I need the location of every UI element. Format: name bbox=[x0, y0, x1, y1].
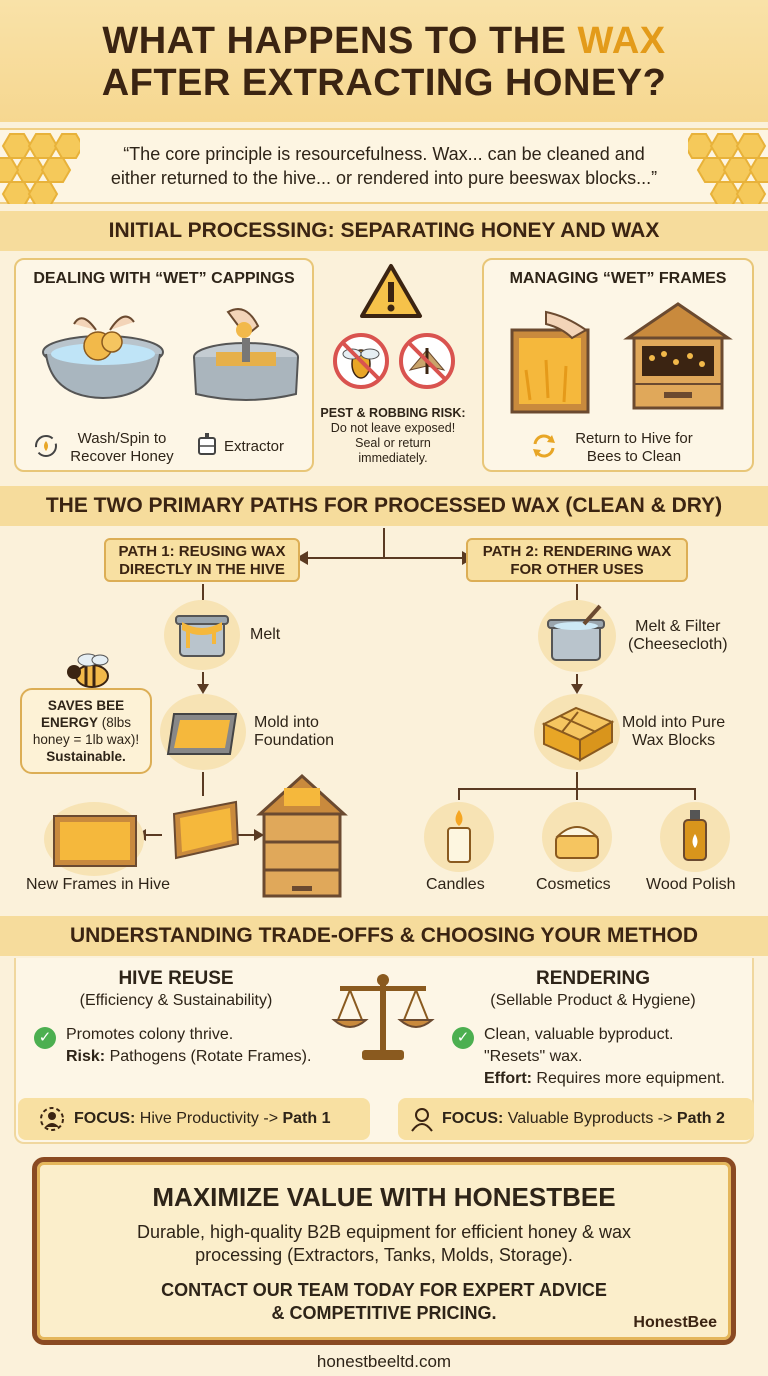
footer-url[interactable]: honestbeeltd.com bbox=[316, 1352, 452, 1371]
gear-person-icon bbox=[40, 1107, 64, 1131]
hive-reuse-points: Promotes colony thrive. Risk: Pathogens … bbox=[66, 1026, 312, 1065]
stacked-hive-icon bbox=[256, 773, 348, 898]
honeycomb-left-icon bbox=[0, 128, 80, 204]
focus-path2: FOCUS: Valuable Byproducts -> Path 2 bbox=[398, 1098, 754, 1140]
extractor-drum-icon bbox=[193, 308, 299, 401]
wash-spin-label: Wash/Spin to Recover Honey bbox=[70, 430, 174, 465]
extractor-icon bbox=[198, 433, 216, 455]
cosmetics-jar-icon bbox=[542, 802, 612, 872]
honeycomb-right-icon bbox=[688, 128, 768, 204]
no-moth-icon bbox=[399, 333, 455, 389]
foundation-mold-icon bbox=[160, 694, 246, 770]
mold-foundation-label: Mold into Foundation bbox=[254, 714, 335, 749]
connector-horizontal bbox=[304, 557, 464, 559]
new-frame-icon bbox=[44, 802, 144, 876]
polish-bottle-icon bbox=[660, 802, 730, 872]
arrow-down-icon bbox=[197, 684, 209, 694]
quote-text: “The core principle is resourcefulness. … bbox=[110, 144, 658, 188]
recycle-icon bbox=[533, 434, 555, 458]
no-bee-icon bbox=[333, 333, 389, 389]
foundation-frame-icon bbox=[172, 800, 240, 860]
person-icon bbox=[411, 1108, 433, 1132]
arrow-right-small-icon bbox=[254, 829, 264, 841]
quote-band bbox=[0, 128, 768, 204]
path2-box: PATH 2: RENDERING WAX FOR OTHER USES bbox=[466, 538, 688, 582]
cappings-title: DEALING WITH “WET” CAPPINGS bbox=[33, 270, 295, 287]
use-wood-polish: Wood Polish bbox=[646, 876, 736, 893]
arrow-left-icon bbox=[296, 551, 308, 565]
balance-scale-icon bbox=[331, 974, 435, 1060]
use-cosmetics: Cosmetics bbox=[536, 876, 611, 893]
arrow-down-icon-2 bbox=[571, 684, 583, 694]
rendering-subtitle: (Sellable Product & Hygiene) bbox=[490, 992, 696, 1009]
melt-filter-icon bbox=[538, 600, 616, 672]
rendering-points: Clean, valuable byproduct. "Resets" wax.… bbox=[484, 1026, 725, 1087]
bee-icon bbox=[67, 653, 109, 688]
frames-card: MANAGING “WET” FRAMES Return to Hive for… bbox=[482, 258, 754, 472]
candle-icon bbox=[424, 802, 494, 872]
melt-icon bbox=[164, 600, 240, 670]
brand-logo-text: HonestBee bbox=[633, 1314, 717, 1331]
wax-block-mold-icon bbox=[534, 694, 620, 770]
check-icon: ✓ bbox=[34, 1027, 56, 1049]
focus-path1: FOCUS: Hive Productivity -> Path 1 bbox=[18, 1098, 370, 1140]
extractor-label: Extractor bbox=[224, 438, 285, 455]
page-title: WHAT HAPPENS TO THE WAX AFTER EXTRACTING… bbox=[0, 0, 768, 122]
beehive-icon bbox=[623, 302, 733, 410]
title-line1: WHAT HAPPENS TO THE bbox=[102, 20, 578, 62]
section-tradeoffs: UNDERSTANDING TRADE-OFFS & CHOOSING YOUR… bbox=[0, 916, 768, 956]
pest-warning-text: PEST & ROBBING RISK: Do not leave expose… bbox=[320, 406, 466, 465]
warning-icon bbox=[360, 264, 422, 318]
new-frames-label: New Frames in Hive bbox=[26, 876, 171, 893]
section-initial-processing: INITIAL PROCESSING: SEPARATING HONEY AND… bbox=[0, 211, 768, 251]
cta-body: Durable, high-quality B2B equipment for … bbox=[137, 1222, 631, 1265]
check-icon-2: ✓ bbox=[452, 1027, 474, 1049]
cta-box: MAXIMIZE VALUE WITH HONESTBEE Durable, h… bbox=[32, 1157, 736, 1345]
cta-title: MAXIMIZE VALUE WITH HONESTBEE bbox=[152, 1182, 616, 1212]
title-line2: AFTER EXTRACTING HONEY? bbox=[101, 62, 667, 104]
cycle-arrows-icon bbox=[35, 435, 57, 457]
section-two-paths: THE TWO PRIMARY PATHS FOR PROCESSED WAX … bbox=[0, 486, 768, 526]
path1-melt-label: Melt bbox=[250, 626, 281, 643]
honey-frame-icon bbox=[510, 310, 590, 414]
use-candles: Candles bbox=[426, 876, 485, 893]
melt-filter-label: Melt & Filter (Cheesecloth) bbox=[628, 618, 728, 653]
path1-box: PATH 1: REUSING WAX DIRECTLY IN THE HIVE bbox=[104, 538, 300, 582]
mold-blocks-label: Mold into Pure Wax Blocks bbox=[622, 714, 726, 749]
wash-basin-icon bbox=[42, 315, 164, 400]
connector-center bbox=[383, 528, 385, 558]
frames-title: MANAGING “WET” FRAMES bbox=[509, 270, 727, 287]
hive-reuse-subtitle: (Efficiency & Sustainability) bbox=[79, 992, 273, 1009]
hive-reuse-title: HIVE REUSE bbox=[118, 968, 234, 989]
rendering-title: RENDERING bbox=[535, 968, 650, 989]
cappings-card: DEALING WITH “WET” CAPPINGS Wash/Spin to… bbox=[14, 258, 314, 472]
cta-contact[interactable]: CONTACT OUR TEAM TODAY FOR EXPERT ADVICE… bbox=[161, 1280, 607, 1323]
return-to-hive-label: Return to Hive for Bees to Clean bbox=[575, 430, 693, 465]
saves-energy-note: SAVES BEE ENERGY (8lbs honey = 1lb wax)!… bbox=[20, 688, 152, 774]
title-highlight-wax: WAX bbox=[577, 20, 666, 62]
